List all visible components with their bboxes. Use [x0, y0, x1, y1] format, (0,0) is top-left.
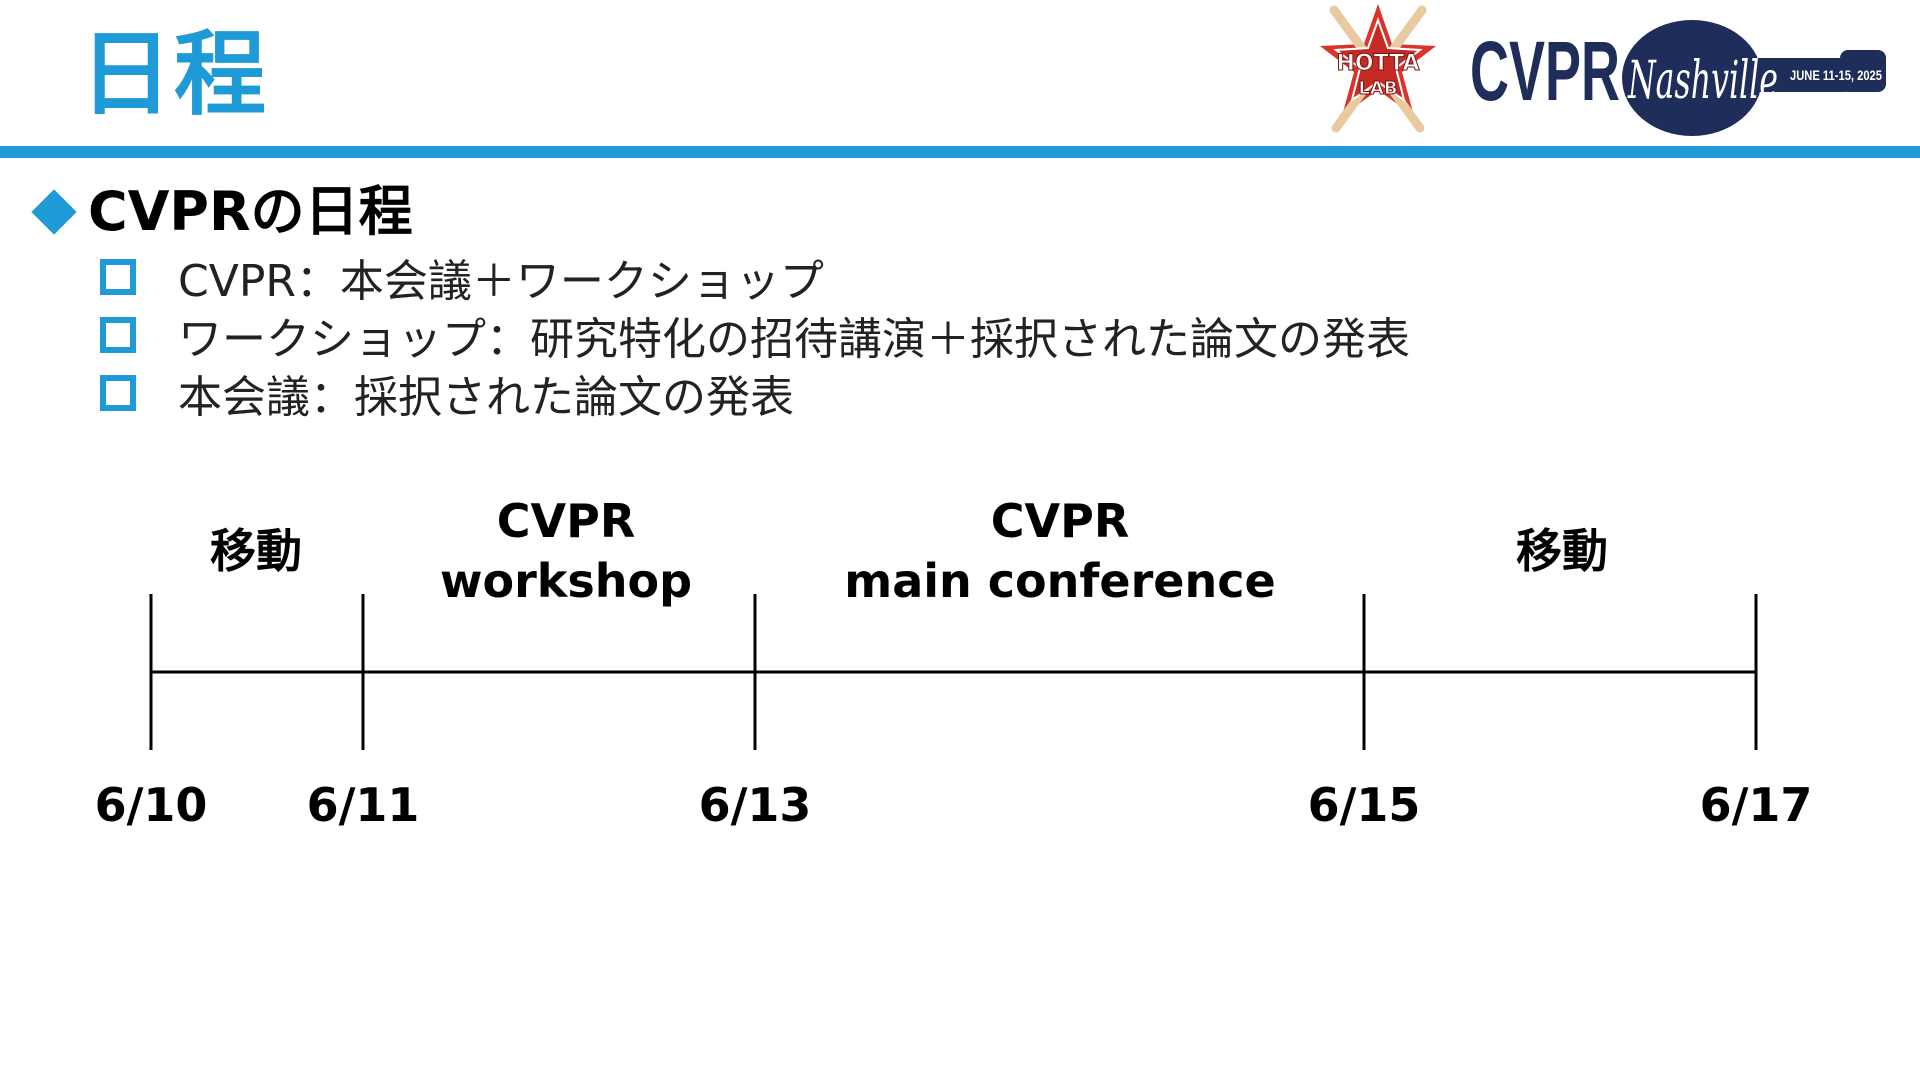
- segment-label-main-conference: CVPR main conference: [844, 492, 1275, 612]
- timeline-date: 6/11: [306, 778, 420, 832]
- segment-label-workshop: CVPR workshop: [440, 492, 692, 612]
- logo-text-hotta: HOTTA: [1337, 51, 1420, 76]
- bullet-text: CVPR：本会議＋ワークショップ: [178, 256, 824, 307]
- segment-label-travel-end: 移動: [1516, 522, 1608, 582]
- guitar-body: [1622, 20, 1762, 136]
- segment-label-line1: CVPR: [496, 494, 636, 548]
- bullet-item: CVPR：本会議＋ワークショップ: [100, 248, 1410, 307]
- diamond-bullet-icon: [31, 189, 77, 235]
- nashville-script-text: Nashville: [1627, 51, 1778, 111]
- segment-label-line1: CVPR: [990, 494, 1130, 548]
- logo-star-front: [1333, 17, 1423, 103]
- guitar-neck: [1740, 58, 1850, 92]
- bullet-item: 本会議：採択された論文の発表: [100, 364, 1410, 423]
- bullet-text: ワークショップ：研究特化の招待講演＋採択された論文の発表: [178, 314, 1410, 365]
- hotta-lab-logo: HOTTA LAB: [1320, 4, 1436, 133]
- cvpr-logo-text: CVPR: [1470, 24, 1620, 118]
- segment-label-travel-start: 移動: [210, 522, 302, 582]
- square-bullet-icon: [100, 317, 136, 353]
- cvpr-nashville-logo: CVPR Nashville JUNE 11-15, 2025: [1470, 20, 1886, 136]
- section-heading-text: CVPRの日程: [88, 180, 413, 243]
- bullet-text: 本会議：採択された論文の発表: [178, 372, 794, 423]
- bullet-item: ワークショップ：研究特化の招待講演＋採択された論文の発表: [100, 306, 1410, 365]
- bullet-list: CVPR：本会議＋ワークショップ ワークショップ：研究特化の招待講演＋採択された…: [100, 248, 1410, 423]
- segment-label-line1: 移動: [1516, 524, 1608, 578]
- guitar-head: [1840, 50, 1886, 92]
- cvpr-dates-text: JUNE 11-15, 2025: [1790, 67, 1882, 83]
- section-heading: CVPRの日程: [30, 182, 413, 241]
- square-bullet-icon: [100, 375, 136, 411]
- title-divider: [0, 146, 1920, 158]
- segment-label-line2: workshop: [439, 553, 693, 608]
- timeline-date: 6/17: [1699, 778, 1813, 832]
- segment-label-line1: 移動: [210, 524, 302, 578]
- timeline-date: 6/13: [698, 778, 812, 832]
- timeline-date: 6/15: [1307, 778, 1421, 832]
- slide-title: 日程: [80, 21, 269, 128]
- segment-label-line2: main conference: [844, 553, 1276, 608]
- square-bullet-icon: [100, 259, 136, 295]
- timeline-date: 6/10: [94, 778, 208, 832]
- logo-text-lab: LAB: [1358, 78, 1397, 99]
